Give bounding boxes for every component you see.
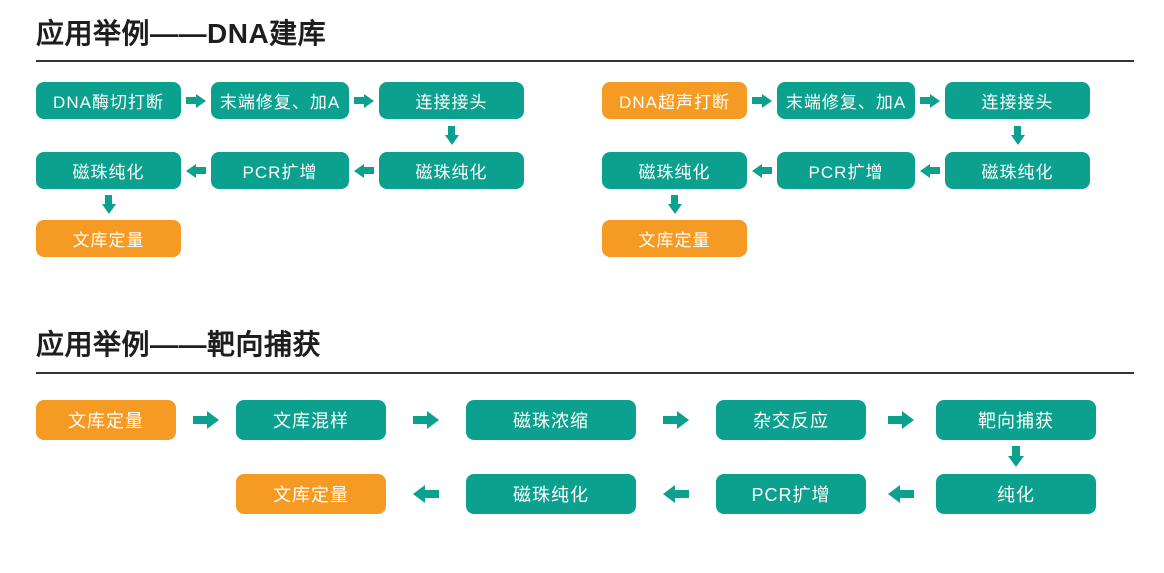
step-box-bead-purification-2: 磁珠纯化 <box>602 152 747 190</box>
flow-ultrasonic-fragmentation: DNA超声打断 末端修复、加A 连接接头 磁珠纯化 PCR扩增 磁珠纯化 文库定… <box>602 82 1090 258</box>
arrow-right-icon <box>386 400 466 440</box>
step-box-library-pooling: 文库混样 <box>236 399 386 440</box>
step-box-pcr-amplification: PCR扩增 <box>716 473 866 514</box>
flow-enzyme-fragmentation: DNA酶切打断 末端修复、加A 连接接头 磁珠纯化 PCR扩增 磁珠纯化 文库定… <box>36 82 524 258</box>
section-dna-title: 应用举例——DNA建库 <box>36 18 327 49</box>
step-box-pcr-amplification: PCR扩增 <box>777 152 915 190</box>
arrow-left-icon <box>349 152 379 189</box>
step-box-ultrasonic-fragmentation: DNA超声打断 <box>602 82 747 120</box>
step-box-adapter-ligation: 连接接头 <box>945 82 1090 120</box>
section-capture-divider <box>36 371 1134 374</box>
arrow-left-icon <box>866 474 936 514</box>
arrow-down-icon <box>936 440 1096 474</box>
arrow-down-icon <box>36 189 181 220</box>
arrow-right-icon <box>866 400 936 440</box>
step-box-end-repair-a-tailing: 末端修复、加A <box>777 82 915 120</box>
step-box-bead-concentration: 磁珠浓缩 <box>466 399 636 440</box>
arrow-right-icon <box>636 400 716 440</box>
step-box-pcr-amplification: PCR扩增 <box>211 152 349 190</box>
arrow-right-icon <box>349 82 379 119</box>
arrow-down-icon <box>945 119 1090 152</box>
step-box-adapter-ligation: 连接接头 <box>379 82 524 120</box>
arrow-left-icon <box>181 152 211 189</box>
step-box-bead-purification: 磁珠纯化 <box>466 473 636 514</box>
arrow-left-icon <box>636 474 716 514</box>
step-box-library-quantification-start: 文库定量 <box>36 399 176 440</box>
step-box-bead-purification-1: 磁珠纯化 <box>945 152 1090 190</box>
arrow-down-icon <box>602 189 747 220</box>
arrow-right-icon <box>181 82 211 119</box>
step-box-target-capture: 靶向捕获 <box>936 399 1096 440</box>
step-box-bead-purification-1: 磁珠纯化 <box>379 152 524 190</box>
section-target-capture: 应用举例——靶向捕获 文库定量 文库混样 磁珠浓缩 杂交反应 靶向捕获 文库定量… <box>36 327 1164 514</box>
step-box-end-repair-a-tailing: 末端修复、加A <box>211 82 349 120</box>
section-dna-library: 应用举例——DNA建库 DNA酶切打断 末端修复、加A 连接接头 磁珠纯化 PC… <box>36 16 1164 258</box>
step-box-library-quantification: 文库定量 <box>36 220 181 258</box>
dna-flows-container: DNA酶切打断 末端修复、加A 连接接头 磁珠纯化 PCR扩增 磁珠纯化 文库定… <box>36 82 1164 258</box>
step-box-library-quantification: 文库定量 <box>602 220 747 258</box>
arrow-down-icon <box>379 119 524 152</box>
step-box-library-quantification-end: 文库定量 <box>236 473 386 514</box>
arrow-right-icon <box>747 82 777 119</box>
section-dna-divider <box>36 60 1134 63</box>
arrow-right-icon <box>176 400 236 440</box>
step-box-purification: 纯化 <box>936 473 1096 514</box>
arrow-right-icon <box>915 82 945 119</box>
section-capture-title: 应用举例——靶向捕获 <box>36 329 322 361</box>
arrow-left-icon <box>386 474 466 514</box>
step-box-enzyme-fragmentation: DNA酶切打断 <box>36 82 181 120</box>
arrow-left-icon <box>915 152 945 189</box>
step-box-bead-purification-2: 磁珠纯化 <box>36 152 181 190</box>
flow-target-capture: 文库定量 文库混样 磁珠浓缩 杂交反应 靶向捕获 文库定量 磁珠纯化 PCR扩增… <box>36 399 1164 514</box>
step-box-hybridization: 杂交反应 <box>716 399 866 440</box>
arrow-left-icon <box>747 152 777 189</box>
